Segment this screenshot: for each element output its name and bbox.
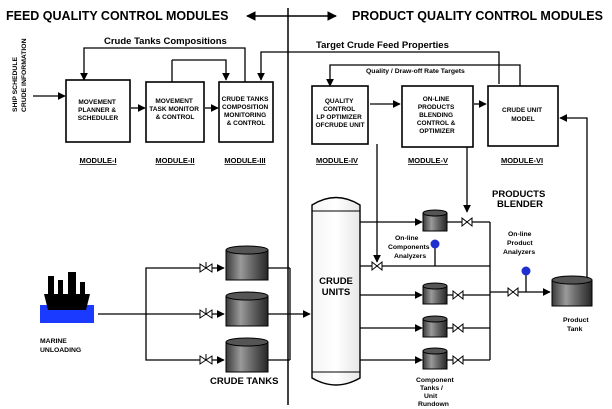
product-analyzer-dot[interactable] bbox=[521, 266, 531, 276]
module-6[interactable]: CRUDE UNIT MODEL MODULE-VI bbox=[487, 85, 559, 165]
module-3-label: MODULE-III bbox=[224, 156, 265, 165]
component-tank-2[interactable] bbox=[422, 282, 448, 305]
module-3-box[interactable] bbox=[218, 81, 274, 143]
module-2-box[interactable] bbox=[145, 81, 205, 143]
crude-tanks-compositions-label: Crude Tanks Compositions bbox=[104, 36, 227, 47]
module-6-text: CRUDE UNIT MODEL bbox=[502, 107, 544, 123]
module-4-text: QUALITY CONTROL LP OPTIMIZER OFCRUDE UNI… bbox=[315, 98, 364, 129]
product-analyzers-label: On-line Product Analyzers bbox=[503, 231, 535, 256]
product-tank[interactable] bbox=[551, 275, 593, 307]
ship-icon bbox=[40, 272, 94, 323]
crude-tank-2[interactable] bbox=[225, 291, 269, 327]
module-2[interactable]: MOVEMENT TASK MONITOR & CONTROL MODULE-I… bbox=[145, 81, 205, 165]
valve-component-3[interactable] bbox=[452, 322, 464, 334]
module-1-box[interactable] bbox=[65, 79, 131, 143]
target-crude-feed-label: Target Crude Feed Properties bbox=[316, 40, 449, 51]
crude-tanks-compositions-flow bbox=[80, 47, 246, 82]
svg-text:CRUDE INFORMATION: CRUDE INFORMATION bbox=[21, 38, 28, 112]
module-3[interactable]: CRUDE TANKS COMPOSITION MONITORING & CON… bbox=[218, 81, 274, 165]
module-2-text: MOVEMENT TASK MONITOR & CONTROL bbox=[149, 98, 200, 121]
target-crude-feed-flow bbox=[257, 51, 500, 84]
mod2-feedback-arrow bbox=[172, 59, 230, 81]
module-6-label: MODULE-VI bbox=[501, 156, 543, 165]
crude-units-label: CRUDE bbox=[319, 276, 353, 287]
svg-text:UNITS: UNITS bbox=[322, 287, 351, 298]
module-4-label: MODULE-IV bbox=[316, 156, 358, 165]
module-1-label: MODULE-I bbox=[79, 156, 116, 165]
crude-units-column[interactable]: CRUDE UNITS bbox=[311, 196, 361, 386]
component-tank-4[interactable] bbox=[422, 347, 448, 370]
component-tank-3[interactable] bbox=[422, 315, 448, 338]
valve-component-mid[interactable] bbox=[371, 260, 383, 272]
crude-tank-3[interactable] bbox=[225, 337, 269, 373]
module-2-label: MODULE-II bbox=[155, 156, 194, 165]
valve-component-4[interactable] bbox=[452, 354, 464, 366]
valve-crude-1[interactable] bbox=[199, 262, 213, 273]
component-analyzer-dot[interactable] bbox=[430, 239, 440, 249]
ship-schedule-label: SHIP SCHEDULE CRUDE INFORMATION bbox=[12, 38, 28, 112]
svg-text:SHIP SCHEDULE: SHIP SCHEDULE bbox=[12, 57, 19, 112]
module-4[interactable]: QUALITY CONTROL LP OPTIMIZER OFCRUDE UNI… bbox=[311, 85, 369, 165]
product-tank-label: Product Tank bbox=[563, 317, 591, 333]
module-3-text: CRUDE TANKS COMPOSITION MONITORING & CON… bbox=[222, 96, 271, 127]
component-tank-1[interactable] bbox=[422, 209, 448, 232]
feed-to-tank1 bbox=[145, 264, 225, 314]
feed-to-tank3 bbox=[145, 314, 225, 364]
valve-crude-2[interactable] bbox=[199, 308, 213, 319]
module-5-label: MODULE-V bbox=[408, 156, 448, 165]
marine-unloading-label: MARINE UNLOADING bbox=[40, 338, 81, 354]
crude-tanks-label: CRUDE TANKS bbox=[210, 376, 278, 387]
valve-component-2[interactable] bbox=[452, 289, 464, 301]
component-tanks-label: Component Tanks / Unit Rundown bbox=[416, 377, 456, 408]
quality-drawoff-flow bbox=[326, 64, 521, 87]
valve-crude-3[interactable] bbox=[199, 354, 213, 365]
products-blender-label: PRODUCTS BLENDER bbox=[492, 189, 548, 210]
quality-drawoff-label: Quality / Draw-off Rate Targets bbox=[366, 68, 465, 75]
module-6-box[interactable] bbox=[487, 85, 559, 147]
component-analyzers-label: On-line Components Analyzers bbox=[388, 235, 431, 260]
module-5[interactable]: ON-LINE PRODUCTS BLENDING CONTROL & OPTI… bbox=[401, 85, 474, 165]
crude-tank-1[interactable] bbox=[225, 245, 269, 281]
product-quality-header: PRODUCT QUALITY CONTROL MODULES bbox=[352, 9, 603, 23]
module-5-box[interactable] bbox=[401, 85, 474, 148]
module-1-text: MOVEMENT PLANNER & SCHEDULER bbox=[78, 99, 119, 122]
valve-blender[interactable] bbox=[507, 286, 519, 298]
product-feedback-line bbox=[559, 114, 588, 292]
valve-component-1[interactable] bbox=[461, 216, 473, 228]
module-5-text: ON-LINE PRODUCTS BLENDING CONTROL & OPTI… bbox=[417, 96, 457, 135]
feed-quality-header: FEED QUALITY CONTROL MODULES bbox=[6, 9, 228, 23]
module-1[interactable]: MOVEMENT PLANNER & SCHEDULER MODULE-I bbox=[65, 79, 131, 165]
module-4-box[interactable] bbox=[311, 85, 369, 145]
